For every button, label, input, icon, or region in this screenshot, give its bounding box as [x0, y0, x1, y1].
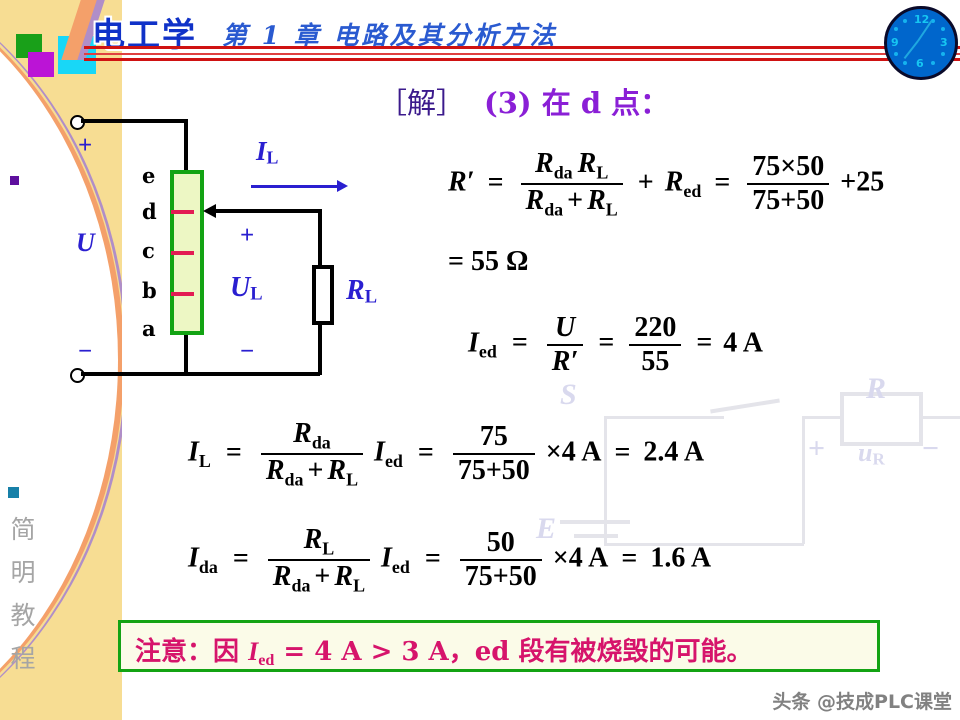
- teal-bullet: [8, 487, 19, 498]
- equation-i-da: Ida = RL Rda+RL Ied = 50 75+50 ×4 A = 1.…: [188, 524, 712, 596]
- clock-number-6: 6: [916, 57, 924, 70]
- tap-label-d: d: [142, 199, 157, 224]
- tap-label-e: e: [142, 163, 156, 188]
- clock-number-3: 3: [940, 36, 948, 49]
- note-box: 注意：因 Ied = 4 A > 3 A，ed 段有被烧毁的可能。: [118, 620, 880, 672]
- tap-label-b: b: [142, 278, 157, 303]
- wm-label-r: R: [866, 372, 887, 405]
- purple-bullet: [10, 176, 19, 185]
- clock-number-9: 9: [891, 36, 899, 49]
- wm-label-ur: uR: [858, 438, 885, 469]
- output-plus-sign: +: [240, 222, 255, 249]
- sidebar-decoration: [0, 0, 122, 720]
- magenta-square: [28, 52, 54, 77]
- vertical-title-char-4: 程: [10, 644, 36, 673]
- tap-tick-d: [171, 210, 194, 214]
- wm-label-minus: −: [922, 432, 940, 465]
- source-plus-sign: +: [78, 132, 93, 159]
- note-prefix: 注意：因: [135, 637, 249, 667]
- channel-watermark: 头条 @技成PLC课堂: [772, 691, 952, 713]
- wm-label-s: S: [560, 378, 577, 411]
- output-minus-sign: −: [240, 338, 255, 365]
- output-voltage-label: UL: [230, 272, 263, 304]
- tap-tick-c: [171, 251, 194, 255]
- equation-i-ed: Ied = U R′ = 220 55 = 4 A: [468, 312, 763, 377]
- chapter-title: 第 1 章 电路及其分析方法: [222, 21, 558, 50]
- equation-r-prime-result: = 55 Ω: [448, 246, 529, 277]
- note-symbol-i: I: [248, 637, 259, 666]
- source-minus-sign: −: [78, 338, 93, 365]
- load-current-label: IL: [256, 136, 279, 168]
- wm-label-plus: +: [808, 432, 826, 465]
- part-label: (3) 在 d 点：: [484, 86, 670, 120]
- circuit-diagram: e d c b a + − U IL RL + − UL: [60, 100, 420, 400]
- source-voltage-label: U: [76, 228, 95, 257]
- vertical-title-char-1: 简: [10, 515, 36, 544]
- solve-label: ［解］: [378, 86, 466, 120]
- header-rule-bottom: [84, 58, 960, 61]
- note-middle: = 4 A > 3 A，ed 段有被烧毁的可能。: [274, 637, 753, 667]
- load-resistor: [312, 265, 334, 325]
- vertical-title-char-2: 明: [10, 558, 36, 587]
- tap-label-a: a: [142, 316, 156, 341]
- tap-tick-b: [171, 292, 194, 296]
- equation-i-l: IL = Rda Rda+RL Ied = 75 75+50 ×4 A = 2.…: [188, 418, 705, 490]
- tap-label-c: c: [142, 238, 155, 263]
- load-resistor-label: RL: [346, 275, 378, 307]
- header-rule-mid: [84, 53, 960, 55]
- clock-icon: 12 3 6 9: [884, 6, 958, 80]
- clock-number-12: 12: [914, 13, 930, 26]
- header-rule-top: [84, 46, 960, 49]
- note-symbol-sub: ed: [258, 651, 275, 669]
- note-text: 注意：因 Ied = 4 A > 3 A，ed 段有被烧毁的可能。: [135, 631, 753, 670]
- vertical-title-char-3: 教: [10, 601, 36, 630]
- sidebar-vertical-title: 简 明 教 程: [6, 508, 40, 680]
